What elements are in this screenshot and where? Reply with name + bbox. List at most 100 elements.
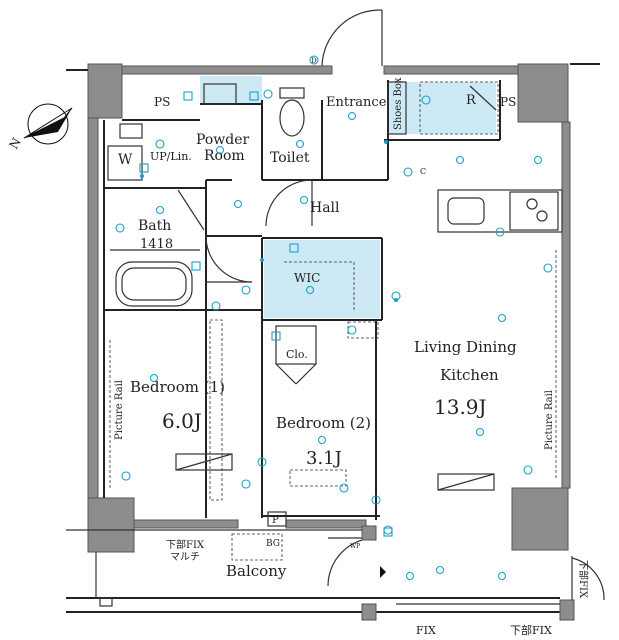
ps-right-label: PS [500, 95, 516, 109]
compass-n-label: N [6, 135, 23, 151]
fix-right-label: 下部FIX [577, 560, 590, 599]
wp-mark-label: WP [350, 543, 360, 550]
dot-icon [140, 174, 144, 178]
closet-door-b [295, 363, 317, 385]
ldk-size: 13.9J [434, 395, 487, 419]
outlet-icon [383, 525, 393, 535]
outlet-icon [543, 263, 553, 273]
column-small-c [559, 599, 575, 621]
kitchen-counter [437, 189, 563, 233]
ac-bedroom1 [175, 453, 233, 471]
r-label: R [466, 93, 477, 108]
column-top-left [87, 63, 123, 119]
ac-ldk [437, 473, 495, 491]
toilet-bowl [279, 99, 305, 137]
outlet-icon [121, 471, 131, 481]
outlet-icon [257, 457, 267, 467]
shoes-box [387, 81, 407, 135]
light-icon [305, 285, 315, 295]
outlet-icon [495, 227, 505, 237]
light-icon [299, 195, 309, 205]
bathtub [115, 261, 193, 307]
wall-left [87, 117, 99, 499]
light-icon [317, 435, 327, 445]
vanity-sink [203, 83, 237, 105]
hall-door-swing [265, 179, 313, 227]
burner-icon [526, 198, 538, 210]
ldk-window-swing [571, 557, 605, 601]
bedroom1-label: Bedroom (1) [130, 378, 225, 396]
closet-door-a [275, 363, 297, 385]
ldk-label-2: Kitchen [440, 366, 499, 384]
drain [99, 597, 113, 607]
light-icon [533, 155, 543, 165]
compass-ring-icon [27, 103, 69, 145]
balcony-label: Balcony [226, 562, 287, 580]
shoes-box-label: Shoes Box [393, 77, 404, 130]
powder-room-label-1: Powder [196, 132, 250, 148]
column-top-right [517, 63, 569, 123]
wall-bottom-a [133, 519, 239, 529]
fix-bottom-label: FIX [416, 624, 436, 637]
fridge-mark [469, 85, 497, 111]
column-small-b [361, 603, 377, 621]
bath-swing-line [177, 189, 205, 231]
light-icon [149, 373, 159, 383]
entrance-door-swing [321, 9, 383, 67]
ac-bedroom1-mark [175, 453, 233, 471]
outlet-icon [155, 139, 165, 149]
switch-icon [249, 91, 259, 101]
picture-rail-left-label: Picture Rail [114, 380, 125, 440]
dot-icon [394, 298, 398, 302]
bath-label: Bath [138, 218, 171, 234]
lower-fix-bottom-label: 下部FIX [510, 623, 552, 637]
bathtub-inner [121, 267, 187, 301]
column-bottom-left [87, 497, 135, 553]
wic-inner-highlight [270, 280, 315, 316]
dot-icon [384, 140, 388, 144]
w-label: W [118, 152, 133, 168]
switch-icon [383, 527, 393, 537]
light-icon [475, 427, 485, 437]
lower-fix-label-2: マルチ [170, 551, 200, 563]
outlet-icon [309, 55, 319, 65]
wall-bottom-b [285, 519, 367, 529]
light-icon [347, 111, 357, 121]
electrical-markers [115, 55, 553, 581]
outlet-icon [523, 465, 533, 475]
light-icon [233, 199, 243, 209]
light-icon [155, 205, 165, 215]
bath-door-swing [205, 235, 253, 283]
bedroom1-sliding-door [209, 319, 223, 501]
outlet-icon [241, 479, 251, 489]
ldk-label-1: Living Dining [414, 338, 517, 356]
lower-fix-label-1: 下部FIX [166, 538, 205, 551]
outlet-icon [421, 95, 431, 105]
column-small-a [361, 525, 377, 541]
pipe-p [267, 511, 287, 527]
light-icon [497, 313, 507, 323]
outlet-icon [371, 495, 381, 505]
switch-icon [139, 163, 149, 173]
vanity-highlight [200, 76, 262, 104]
outlet-icon [241, 285, 251, 295]
column-bottom-right [511, 487, 569, 551]
bath-size-label: 1418 [140, 237, 173, 252]
balcony-bg [231, 533, 283, 561]
light-icon [405, 571, 415, 581]
outlet-icon [115, 223, 125, 233]
wall-top-b [383, 65, 519, 75]
closet-bedroom2 [275, 325, 317, 365]
washer-tap [119, 123, 143, 139]
ac-bedroom2 [289, 469, 347, 487]
bedroom2-label: Bedroom (2) [276, 414, 371, 432]
entrance-highlight [388, 82, 496, 134]
picture-rail-right-label: Picture Rail [544, 390, 555, 450]
switch-icon [191, 261, 201, 271]
compass [23, 103, 73, 145]
powder-room-label-2: Room [204, 148, 245, 164]
switch-icon [183, 91, 193, 101]
switch-icon [271, 331, 281, 341]
outlet-icon [403, 167, 413, 177]
bedroom1-size: 6.0J [162, 409, 202, 433]
